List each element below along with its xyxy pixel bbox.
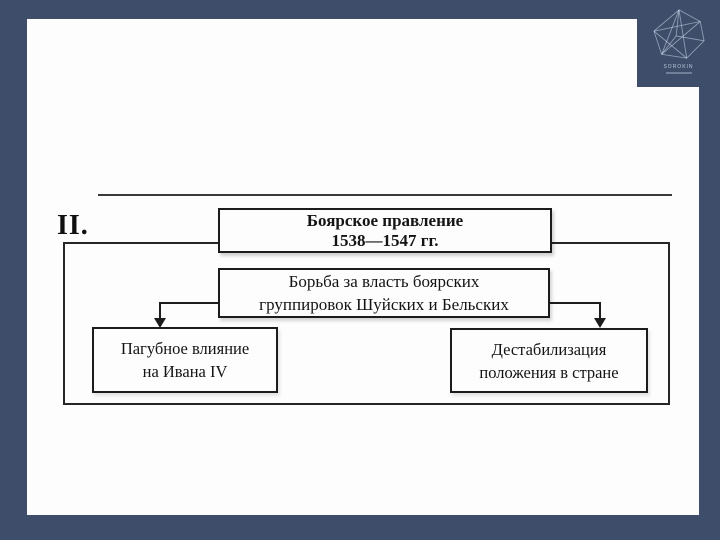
logo-block: SOROKIN <box>637 0 720 87</box>
header-rule <box>98 194 672 196</box>
connector-left-horizontal <box>160 302 218 304</box>
logo-subline <box>665 72 692 74</box>
effect-box-left: Пагубное влияние на Ивана IV <box>92 327 278 393</box>
effect-box-right: Дестабилизация положения в стране <box>450 328 648 393</box>
cause-box-line2: группировок Шуйских и Бельских <box>259 295 509 314</box>
down-arrow-right-icon <box>594 318 606 328</box>
effect-left-line2: на Ивана IV <box>142 362 228 381</box>
effect-right-line1: Дестабилизация <box>491 339 607 359</box>
crystal-logo-icon <box>652 9 705 59</box>
connector-right-horizontal <box>550 302 600 304</box>
down-arrow-left-icon <box>154 318 166 328</box>
root-box-line1: Боярское правление <box>306 210 464 230</box>
slide-canvas <box>27 19 699 515</box>
root-box: Боярское правление 1538—1547 гг. <box>218 208 552 253</box>
connector-left-vertical <box>159 302 161 319</box>
effect-right-line2: положения в стране <box>479 362 619 382</box>
effect-left-line1: Пагубное влияние <box>120 339 250 358</box>
logo-text: SOROKIN <box>663 64 694 70</box>
cause-box-line1: Борьба за власть боярских <box>288 272 480 291</box>
cause-box: Борьба за власть боярских группировок Шу… <box>218 268 550 318</box>
connector-right-vertical <box>599 302 601 319</box>
section-label: II. <box>57 210 89 241</box>
root-box-line2: 1538—1547 гг. <box>331 230 439 250</box>
